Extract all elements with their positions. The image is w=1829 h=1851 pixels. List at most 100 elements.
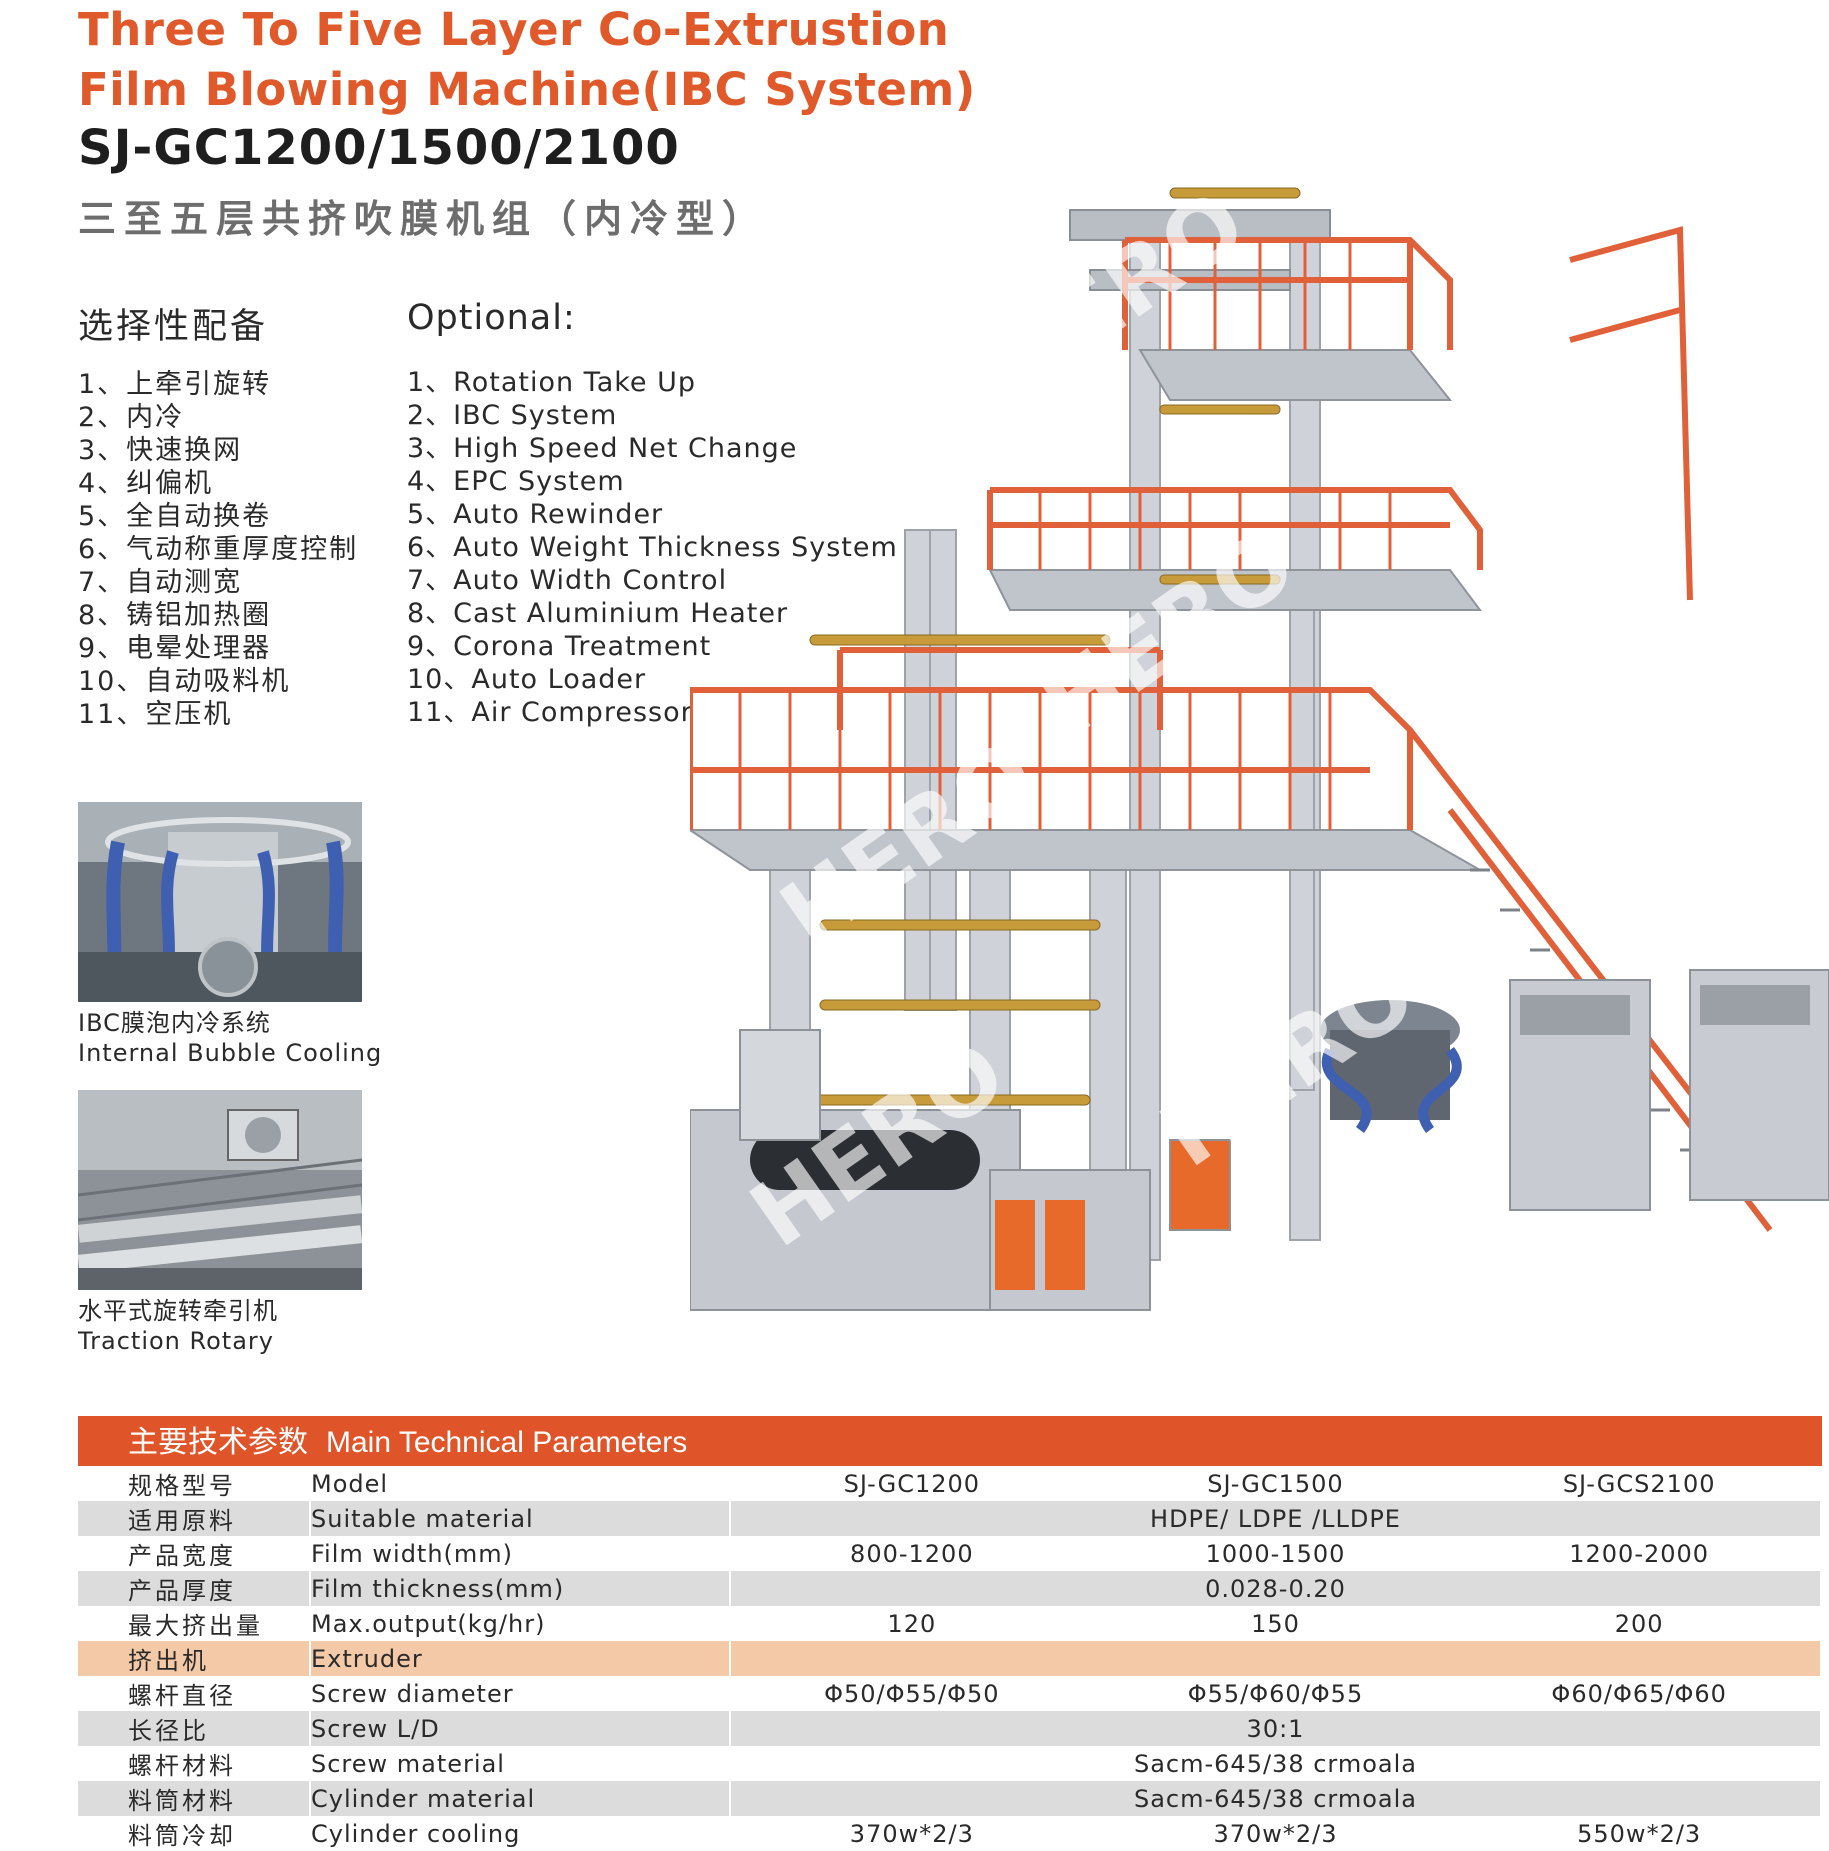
- chinese-title: 三至五层共挤吹膜机组（内冷型）: [78, 197, 769, 241]
- optional-heading-cn: 选择性配备: [78, 307, 269, 347]
- traction-photo: [78, 1090, 362, 1290]
- list-item: 1、上牵引旋转: [78, 369, 272, 400]
- param-value: HDPE/ LDPE /LLDPE: [730, 1501, 1822, 1536]
- param-value: Φ50/Φ55/Φ50: [730, 1676, 1095, 1711]
- param-value: Φ55/Φ60/Φ55: [1093, 1676, 1459, 1711]
- list-item: 3、High Speed Net Change: [407, 433, 798, 464]
- optional-list-en: 1、Rotation Take Up 2、IBC System 3、High S…: [407, 366, 898, 729]
- params-heading-cn: 主要技术参数: [128, 1425, 308, 1460]
- list-item: 6、气动称重厚度控制: [78, 534, 359, 565]
- params-heading-en: Main Technical Parameters: [326, 1426, 688, 1459]
- param-label-cn: 螺杆直径: [78, 1676, 311, 1711]
- params-heading: 主要技术参数 Main Technical Parameters: [78, 1416, 1822, 1466]
- param-label-cn: 螺杆材料: [78, 1746, 311, 1781]
- param-label-cn: 最大挤出量: [78, 1606, 311, 1641]
- list-item: 2、IBC System: [407, 400, 618, 431]
- param-label-en: Cylinder material: [310, 1781, 731, 1816]
- list-item: 8、铸铝加热圈: [78, 600, 272, 631]
- param-value: 370w*2/3: [730, 1816, 1095, 1851]
- param-value: Sacm-645/38 crmoala: [730, 1746, 1822, 1781]
- param-value: 0.028-0.20: [730, 1571, 1822, 1606]
- param-value: SJ-GCS2100: [1457, 1466, 1822, 1501]
- param-value: 1000-1500: [1093, 1536, 1459, 1571]
- caption-cn: 水平式旋转牵引机: [78, 1297, 278, 1325]
- param-label-en: Screw diameter: [310, 1676, 731, 1711]
- param-value: 550w*2/3: [1457, 1816, 1822, 1851]
- param-label-en: Suitable material: [310, 1501, 731, 1536]
- param-label-en: Film width(mm): [310, 1536, 731, 1571]
- param-value: 150: [1093, 1606, 1459, 1641]
- param-label-en: Max.output(kg/hr): [310, 1606, 731, 1641]
- param-value: SJ-GC1500: [1093, 1466, 1459, 1501]
- param-label-cn: 产品宽度: [78, 1536, 311, 1571]
- optional-list-cn: 1、上牵引旋转 2、内冷 3、快速换网 4、纠偏机 5、全自动换卷 6、气动称重…: [78, 368, 358, 731]
- list-item: 7、自动测宽: [78, 567, 243, 598]
- title-line-1: Three To Five Layer Co-Extrustion: [78, 3, 950, 56]
- param-label-en: Film thickness(mm): [310, 1571, 731, 1606]
- list-item: 8、Cast Aluminium Heater: [407, 598, 789, 629]
- param-label-cn: 料筒冷却: [78, 1816, 311, 1851]
- caption-cn: IBC膜泡内冷系统: [78, 1009, 271, 1037]
- param-label-en: Cylinder cooling: [310, 1816, 731, 1851]
- param-value: 120: [730, 1606, 1095, 1641]
- list-item: 1、Rotation Take Up: [407, 367, 697, 398]
- param-label-cn: 产品厚度: [78, 1571, 311, 1606]
- model-number: SJ-GC1200/1500/2100: [78, 120, 680, 176]
- param-label-en: Screw L/D: [310, 1711, 731, 1746]
- list-item: 11、空压机: [78, 699, 233, 730]
- ibc-caption: IBC膜泡内冷系统 Internal Bubble Cooling: [78, 1008, 382, 1068]
- list-item: 10、自动吸料机: [78, 666, 291, 697]
- list-item: 11、Air Compressor: [407, 697, 693, 728]
- traction-caption: 水平式旋转牵引机 Traction Rotary: [78, 1296, 278, 1356]
- watermark-text: HERO: [1022, 510, 1314, 758]
- caption-en: Internal Bubble Cooling: [78, 1039, 383, 1067]
- document-title: Three To Five Layer Co-Extrustion Film B…: [78, 0, 976, 120]
- optional-heading-en: Optional:: [407, 298, 576, 338]
- machine-illustration: HERO HERO HERO HERO HERO: [686, 170, 1829, 1370]
- param-value: 30:1: [730, 1711, 1822, 1746]
- section-fill: [730, 1641, 1822, 1676]
- list-item: 5、Auto Rewinder: [407, 499, 664, 530]
- list-item: 10、Auto Loader: [407, 664, 647, 695]
- list-item: 5、全自动换卷: [78, 501, 272, 532]
- param-label-cn: 长径比: [78, 1711, 311, 1746]
- param-value: 370w*2/3: [1093, 1816, 1459, 1851]
- list-item: 9、电晕处理器: [78, 633, 272, 664]
- list-item: 4、纠偏机: [78, 468, 214, 499]
- param-value: SJ-GC1200: [730, 1466, 1095, 1501]
- param-value: 200: [1457, 1606, 1822, 1641]
- list-item: 6、Auto Weight Thickness System: [407, 532, 898, 563]
- param-label-cn: 料筒材料: [78, 1781, 311, 1816]
- ibc-photo: [78, 802, 362, 1002]
- param-label-cn: 适用原料: [78, 1501, 311, 1536]
- param-value: Sacm-645/38 crmoala: [730, 1781, 1822, 1816]
- list-item: 7、Auto Width Control: [407, 565, 728, 596]
- param-label-en: Model: [310, 1466, 731, 1501]
- list-item: 9、Corona Treatment: [407, 631, 712, 662]
- param-value: 1200-2000: [1457, 1536, 1822, 1571]
- caption-en: Traction Rotary: [78, 1327, 274, 1355]
- list-item: 3、快速换网: [78, 435, 243, 466]
- param-label-en: Screw material: [310, 1746, 731, 1781]
- title-line-2: Film Blowing Machine(IBC System): [78, 63, 976, 116]
- param-value: Φ60/Φ65/Φ60: [1457, 1676, 1822, 1711]
- param-label-cn: 规格型号: [78, 1466, 311, 1501]
- param-value: 800-1200: [730, 1536, 1095, 1571]
- list-item: 2、内冷: [78, 402, 185, 433]
- param-label-en: Extruder: [310, 1641, 731, 1676]
- list-item: 4、EPC System: [407, 466, 625, 497]
- param-label-cn: 挤出机: [78, 1641, 311, 1676]
